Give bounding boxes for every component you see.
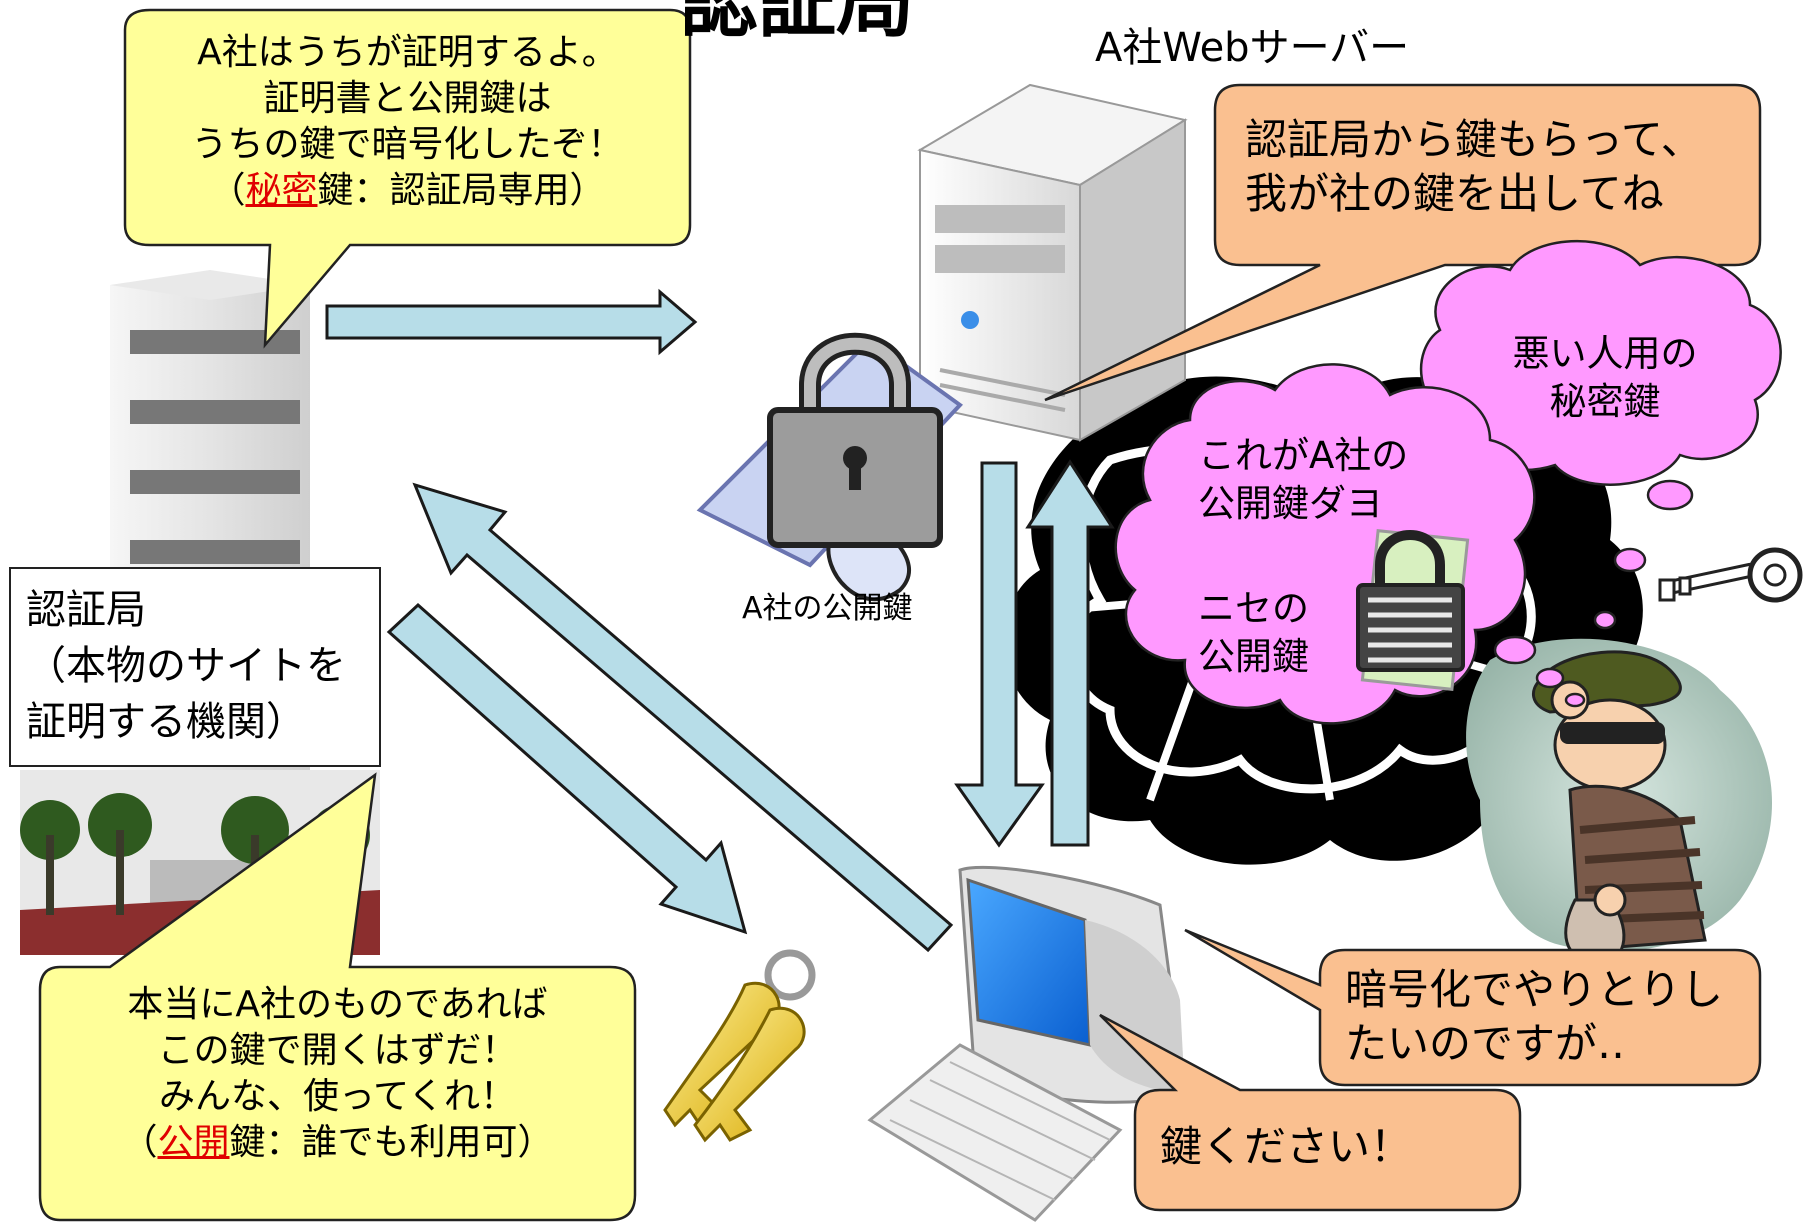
ca-box-line-2: （本物のサイトを — [26, 643, 346, 689]
ca-top-bubble-rest: 鍵：認証局専用） — [317, 170, 606, 211]
ca-box-line-3: 証明する機関） — [26, 699, 306, 745]
server-bubble-line-1: 認証局から鍵もらって、 — [1245, 115, 1703, 164]
thief-big-cloud-text-bottom: ニセの 公開鍵 — [1198, 585, 1368, 681]
thief-big-cloud-line-2: 公開鍵ダヨ — [1198, 482, 1383, 525]
ca-bottom-bubble-line-2: この鍵で開くはずだ！ — [157, 1030, 518, 1071]
ca-box-text: 認証局 （本物のサイトを 証明する機関） — [26, 582, 376, 750]
server-bubble-line-2: 我が社の鍵を出してね — [1245, 169, 1664, 218]
server-tower-image — [917, 83, 1188, 442]
server-label: A社Webサーバー — [1095, 25, 1410, 71]
server-speech-bubble — [1044, 83, 1762, 402]
ca-bottom-bubble-line-3: みんな、使ってくれ！ — [158, 1076, 517, 1117]
ca-top-bubble-line-3: うちの鍵で暗号化したぞ！ — [191, 124, 624, 165]
ca-top-bubble-line-1: A社はうちが証明するよ。 — [197, 32, 618, 73]
ca-top-bubble-line-2: 証明書と公開鍵は — [263, 78, 552, 119]
ca-bottom-bubble-rest: 鍵：誰でも利用可） — [229, 1122, 554, 1163]
ca-bottom-bubble-paren: （ — [121, 1122, 158, 1163]
fake-public-key-image — [1356, 529, 1470, 691]
page-title: 認証局 — [680, 0, 915, 48]
ca-box-line-1: 認証局 — [26, 587, 146, 633]
client-encrypt-line-2: たいのですが‥ — [1345, 1019, 1626, 1068]
ca-top-bubble-line-4: （秘密鍵：認証局専用） — [130, 168, 685, 214]
ca-bottom-bubble-highlight: 公開 — [157, 1122, 230, 1163]
ca-label-box — [9, 567, 381, 767]
ca-top-bubble-text: A社はうちが証明するよ。 証明書と公開鍵は うちの鍵で暗号化したぞ！ （秘密鍵：… — [130, 30, 685, 214]
thief-small-cloud-line-2: 秘密鍵 — [1549, 380, 1661, 423]
thief-small-cloud-line-1: 悪い人用の — [1512, 332, 1698, 375]
ca-bottom-speech-bubble — [38, 772, 637, 1222]
locked-certificate-image — [696, 332, 964, 602]
arrow-ca-to-client — [386, 602, 748, 935]
ca-top-bubble-paren: （ — [209, 170, 246, 211]
client-key-bubble-text: 鍵ください！ — [1160, 1122, 1413, 1171]
ca-top-bubble-highlight: 秘密 — [245, 170, 318, 211]
thief-big-cloud-line-4: 公開鍵 — [1198, 635, 1309, 678]
arrow-server-to-client — [954, 461, 1045, 848]
thief-image — [1466, 638, 1773, 967]
client-encrypt-bubble-text: 暗号化でやりとりし たいのですが‥ — [1345, 963, 1755, 1071]
client-encrypt-speech-bubble — [1184, 928, 1762, 1087]
thief-big-cloud-line-1: これがA社の — [1198, 434, 1409, 477]
thief-secret-key-image — [1658, 547, 1803, 603]
arrow-ca-to-server — [325, 288, 698, 356]
public-keys-image — [663, 949, 816, 1143]
arrow-client-to-server — [1025, 459, 1115, 847]
client-key-speech-bubble — [1099, 1013, 1522, 1212]
ca-bottom-bubble-line-1: 本当にA社のものであれば — [127, 984, 548, 1025]
public-key-label: A社の公開鍵 — [742, 591, 913, 626]
ca-bottom-bubble-line-4: （公開鍵：誰でも利用可） — [45, 1120, 630, 1166]
ca-top-speech-bubble — [123, 8, 692, 349]
thief-big-cloud-line-3: ニセの — [1198, 587, 1309, 630]
ca-bottom-bubble-text: 本当にA社のものであれば この鍵で開くはずだ！ みんな、使ってくれ！ （公開鍵：… — [45, 982, 630, 1166]
thief-big-cloud-text-top: これがA社の 公開鍵ダヨ — [1198, 432, 1498, 528]
server-bubble-text: 認証局から鍵もらって、 我が社の鍵を出してね — [1245, 113, 1755, 221]
thief-small-cloud-text: 悪い人用の 秘密鍵 — [1470, 330, 1740, 426]
client-encrypt-line-1: 暗号化でやりとりし — [1345, 965, 1724, 1014]
arrow-client-to-ca — [412, 482, 954, 953]
